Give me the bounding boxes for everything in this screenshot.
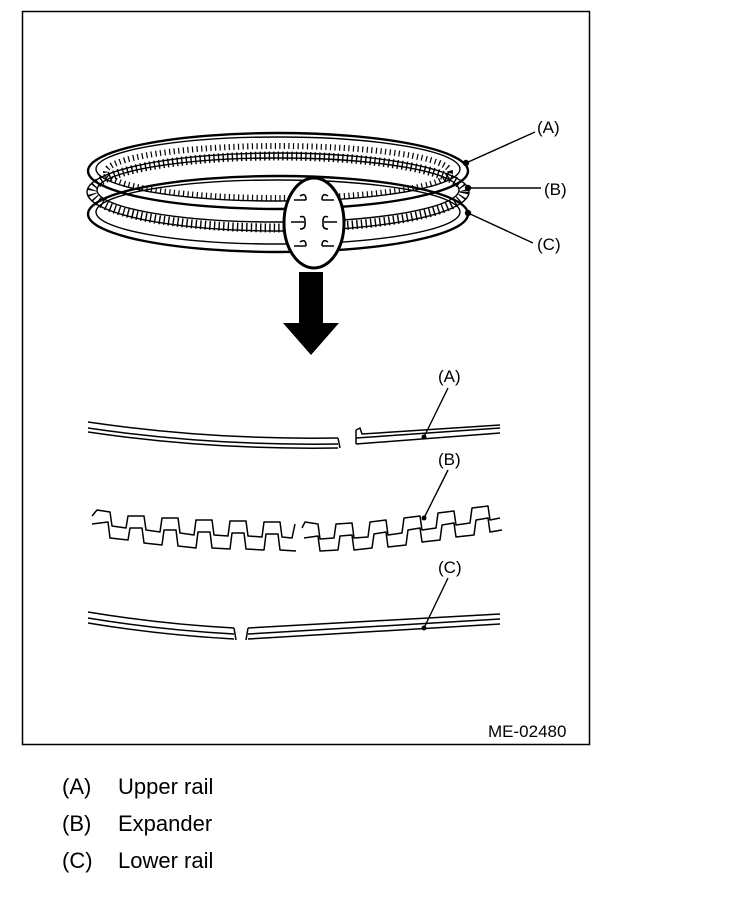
down-arrow-icon [283, 272, 339, 355]
legend-key-c: (C) [62, 848, 93, 873]
expander-band [87, 151, 469, 233]
legend-key-b: (B) [62, 811, 92, 836]
upper-rail-detail [87, 421, 501, 449]
callout-top-a: (A) [537, 118, 560, 137]
ring-gap-detail [282, 176, 346, 270]
legend-text-c: Lower rail [118, 848, 214, 873]
callout-top-c: (C) [537, 235, 561, 254]
callout-detail-a: (A) [438, 367, 461, 386]
legend: (A) Upper rail (B) Expander (C) Lower rail [62, 770, 213, 881]
callout-detail-b: (B) [438, 450, 461, 469]
figure-id: ME-02480 [488, 722, 566, 741]
legend-text-a: Upper rail [118, 774, 214, 799]
legend-row-a: (A) Upper rail [62, 770, 213, 807]
legend-text-b: Expander [118, 811, 213, 836]
top-leader-lines [462, 131, 541, 244]
assembled-ring-set [86, 131, 470, 254]
legend-row-c: (C) Lower rail [62, 844, 213, 881]
callout-top-b: (B) [544, 180, 567, 199]
lower-rail-detail [87, 611, 501, 641]
figure-frame [21, 10, 591, 746]
leader-detail-a [423, 387, 449, 438]
legend-row-b: (B) Expander [62, 807, 213, 844]
legend-key-a: (A) [62, 774, 92, 799]
expander-detail [91, 505, 503, 552]
callout-detail-c: (C) [438, 558, 462, 577]
leader-detail-c [423, 577, 449, 629]
leader-detail-b [423, 469, 449, 519]
